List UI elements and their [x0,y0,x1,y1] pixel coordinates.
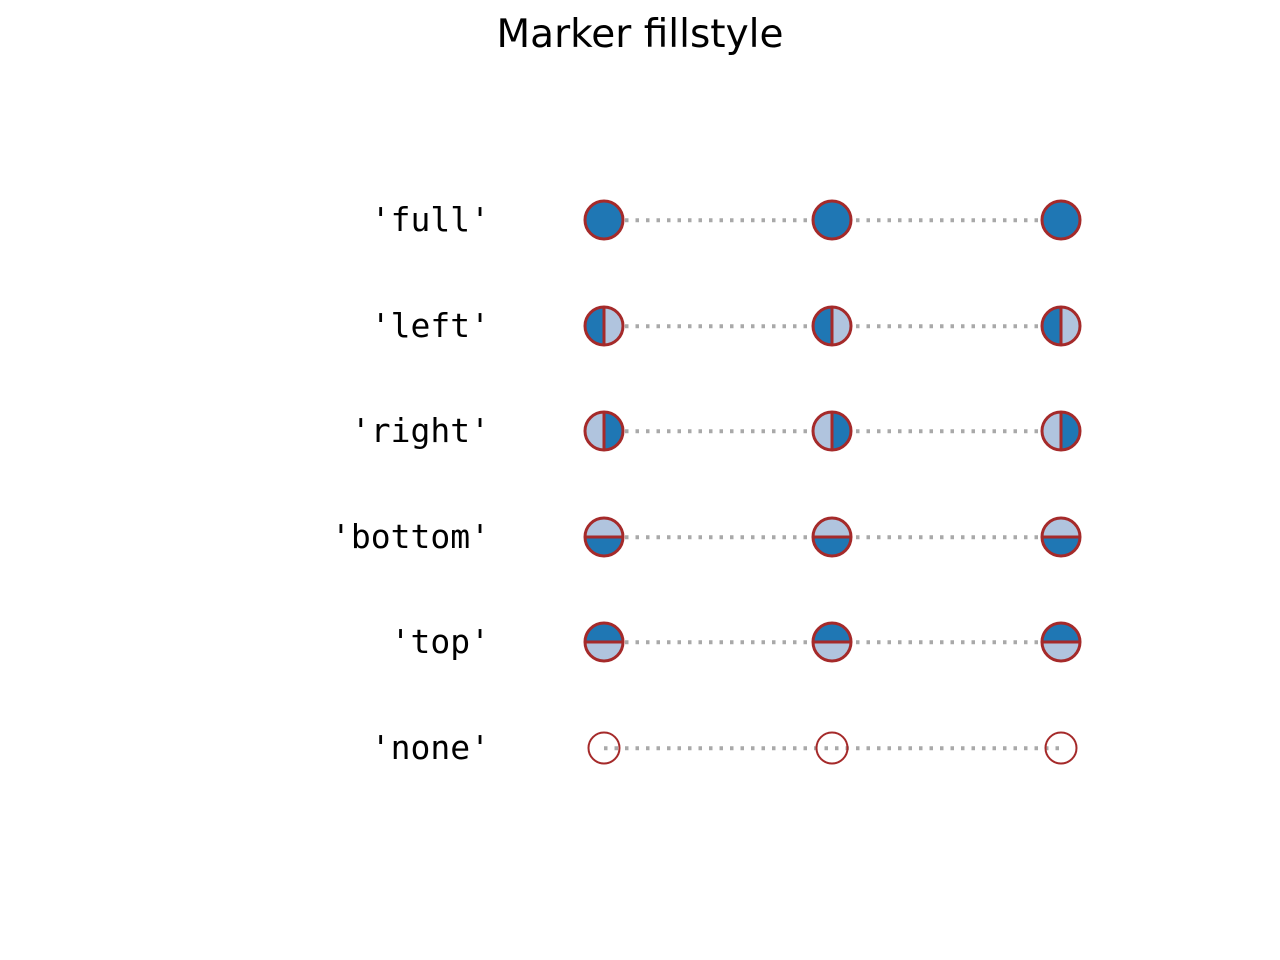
marker-right-2 [1040,410,1082,452]
row-label-bottom: 'bottom' [331,517,490,556]
marker-none-2 [1044,731,1078,765]
marker-full-1 [811,199,853,241]
figure-title: Marker fillstyle [496,12,784,57]
marker-left-2 [1040,305,1082,347]
marker-top-2 [1040,621,1082,663]
marker-left-1 [811,305,853,347]
marker-left-0 [583,305,625,347]
marker-top-0 [583,621,625,663]
marker-right-1 [811,410,853,452]
marker-full-0 [583,199,625,241]
marker-none-0 [587,731,621,765]
marker-none-1 [815,731,849,765]
row-label-left: 'left' [370,306,490,345]
marker-bottom-0 [583,516,625,558]
row-label-full: 'full' [370,200,490,239]
row-label-none: 'none' [370,728,490,767]
marker-bottom-1 [811,516,853,558]
row-label-top: 'top' [390,622,490,661]
marker-right-0 [583,410,625,452]
row-label-right: 'right' [350,411,490,450]
marker-top-1 [811,621,853,663]
marker-bottom-2 [1040,516,1082,558]
marker-full-2 [1040,199,1082,241]
